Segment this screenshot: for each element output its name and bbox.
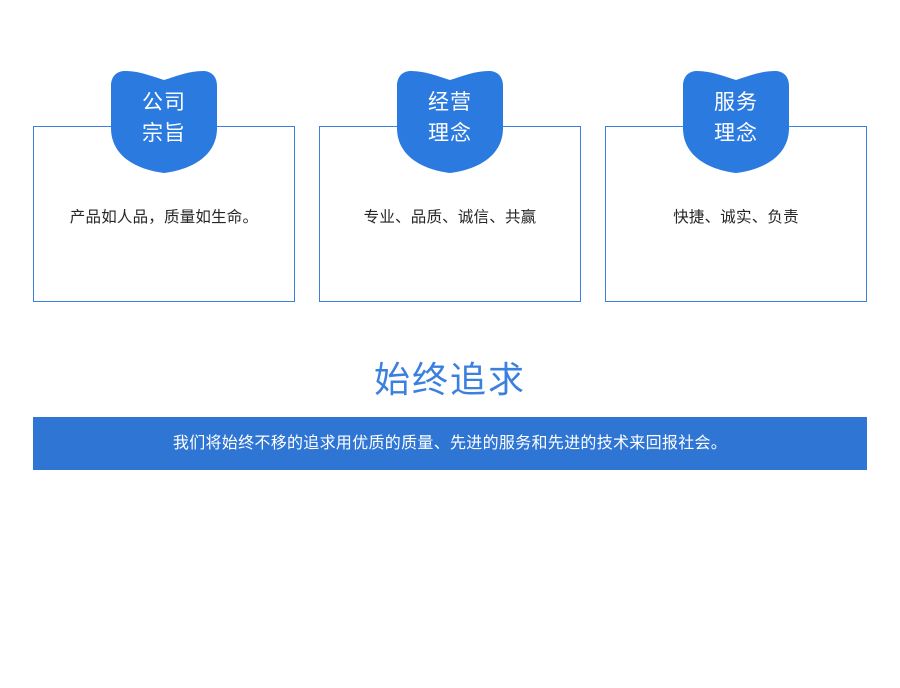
pursuit-statement-banner: 我们将始终不移的追求用优质的质量、先进的服务和先进的技术来回报社会。 (33, 417, 867, 470)
shield-icon (397, 71, 503, 173)
pursuit-section-title: 始终追求 (373, 359, 526, 400)
pursuit-statement-text: 我们将始终不移的追求用优质的质量、先进的服务和先进的技术来回报社会。 (172, 434, 728, 452)
value-card-body-2: 专业、品质、诚信、共赢 (363, 209, 537, 226)
value-card-body-1: 产品如人品，质量如生命。 (69, 209, 259, 226)
shield-badge-business-philosophy: 经营 理念 (395, 70, 505, 174)
shield-icon (111, 71, 217, 173)
shield-badge-company-purpose: 公司 宗旨 (109, 70, 219, 174)
value-card-body-3: 快捷、诚实、负责 (673, 209, 799, 226)
value-card-business-philosophy: 专业、品质、诚信、共赢 (319, 126, 581, 302)
values-cards-row: 产品如人品，质量如生命。 专业、品质、诚信、共赢 快捷、诚实、负责 公司 宗旨 … (0, 0, 900, 320)
shield-icon (683, 71, 789, 173)
shield-badge-service-philosophy: 服务 理念 (681, 70, 791, 174)
